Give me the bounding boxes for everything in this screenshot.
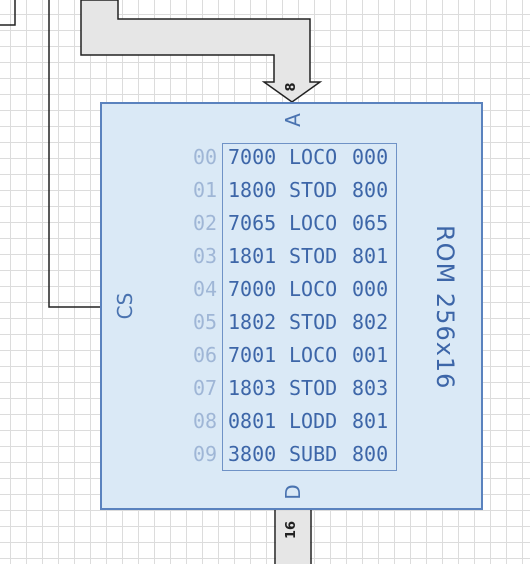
rom-row-address: 02 [193,211,218,235]
rom-row-word: 7000 [228,277,277,301]
rom-row-address: 03 [193,244,218,268]
rom-row-mnemonic: STOD [289,376,338,400]
data-bus-width-label: 16 [284,520,299,539]
rom-row-mnemonic: LOCO [289,343,338,367]
rom-row-word: 3800 [228,442,277,466]
cs-wire [48,0,100,308]
rom-row-address: 08 [193,409,218,433]
data-bus-fill [276,511,310,564]
chip-select-pin-label: CS [113,292,137,320]
data-bus [274,510,312,564]
data-pin-label: D [281,484,305,500]
rom-row-mnemonic: LOCO [289,211,338,235]
rom-row-argument: 801 [352,244,389,268]
rom-row-argument: 803 [352,376,389,400]
rom-row-mnemonic: LOCO [289,277,338,301]
rom-row-word: 0801 [228,409,277,433]
rom-row-argument: 065 [352,211,389,235]
rom-row-address: 00 [193,145,218,169]
rom-row-argument: 000 [352,277,389,301]
rom-row-word: 7000 [228,145,277,169]
rom-row-address: 05 [193,310,218,334]
rom-row-address: 04 [193,277,218,301]
rom-row-mnemonic: STOD [289,244,338,268]
rom-row-argument: 800 [352,442,389,466]
rom-row-word: 1802 [228,310,277,334]
rom-row-mnemonic: LOCO [289,145,338,169]
rom-row-argument: 001 [352,343,389,367]
rom-row-address: 09 [193,442,218,466]
address-bus-width-label: 8 [284,82,299,92]
address-bus [80,0,323,103]
rom-row-word: 7065 [228,211,277,235]
rom-row-word: 7001 [228,343,277,367]
left-wire-stub [0,0,16,26]
rom-row-mnemonic: SUBD [289,442,338,466]
address-pin-label: A [281,113,305,127]
rom-row-argument: 801 [352,409,389,433]
rom-row-mnemonic: STOD [289,310,338,334]
rom-contents-box [222,143,397,471]
rom-row-word: 1801 [228,244,277,268]
rom-row-argument: 800 [352,178,389,202]
rom-row-argument: 000 [352,145,389,169]
rom-row-address: 01 [193,178,218,202]
rom-row-address: 07 [193,376,218,400]
rom-row-mnemonic: LODD [289,409,338,433]
rom-row-argument: 802 [352,310,389,334]
rom-row-mnemonic: STOD [289,178,338,202]
component-title: ROM 256x16 [431,225,459,390]
rom-row-word: 1803 [228,376,277,400]
rom-row-address: 06 [193,343,218,367]
rom-row-word: 1800 [228,178,277,202]
